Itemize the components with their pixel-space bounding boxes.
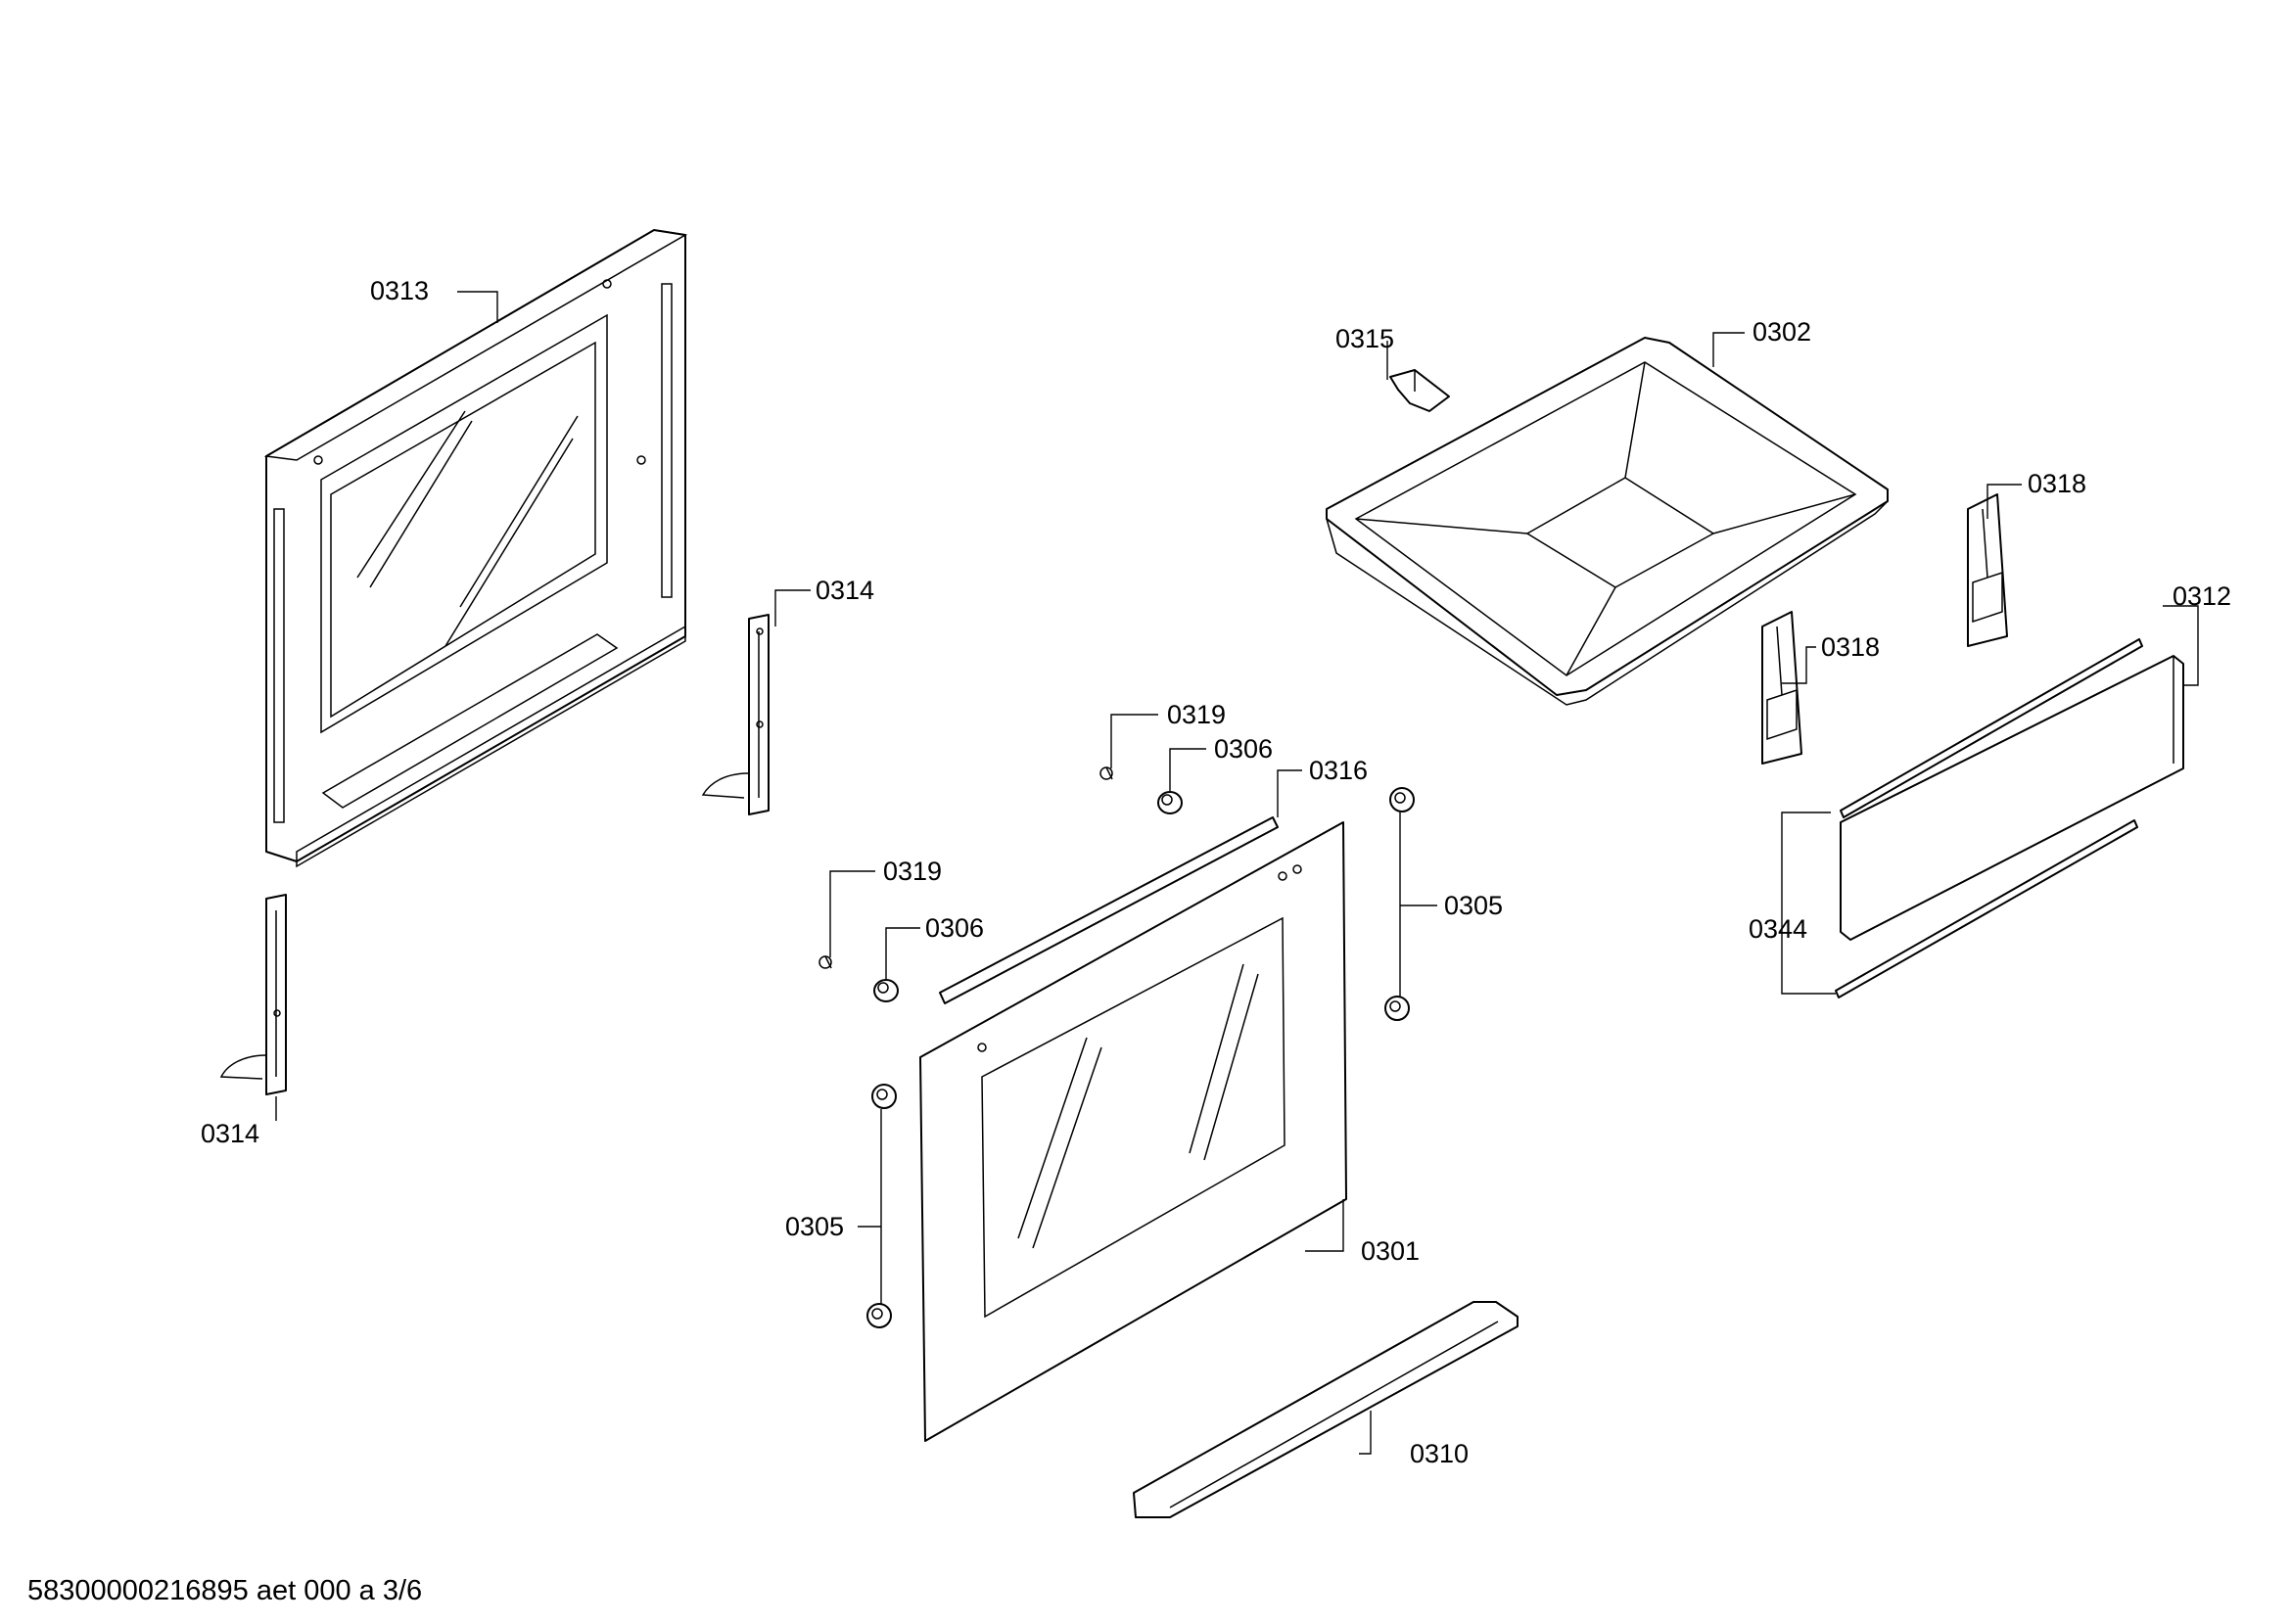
part-outer-door-glass [919,821,1347,1442]
part-door-inner-frame [263,229,688,868]
label-0315: 0315 [1335,324,1394,353]
label-0319-upper: 0319 [1167,700,1226,729]
part-drawer-front [1840,655,2184,941]
label-0312: 0312 [2173,581,2231,611]
label-0318-lower: 0318 [1821,632,1880,662]
part-spacer-lower [873,979,899,1002]
label-0305-left: 0305 [785,1212,844,1241]
part-screw-lower [818,955,832,969]
label-0301: 0301 [1361,1236,1420,1266]
label-0314-left: 0314 [201,1119,259,1148]
label-0310: 0310 [1410,1439,1469,1468]
part-hinge-right [701,614,770,815]
document-id: 58300000216895 aet 000 a 3/6 [27,1575,422,1606]
label-0314-right: 0314 [816,576,874,605]
part-spacer-upper [1157,791,1183,814]
label-0316: 0316 [1309,756,1368,785]
leader-lines [275,291,2199,1455]
label-0318-upper: 0318 [2028,469,2086,498]
label-0319-lower: 0319 [883,857,942,886]
part-hinge-left [219,894,287,1095]
label-0344: 0344 [1749,914,1807,944]
part-screw-upper [1099,766,1113,780]
part-drawer-seals [1835,638,2143,998]
label-0313: 0313 [370,276,429,305]
part-drip-tray [1326,337,1889,706]
part-bracket [1389,369,1450,412]
part-door-seal-strip [939,816,1279,1004]
part-door-handle [1133,1301,1519,1518]
label-0302: 0302 [1753,317,1811,347]
part-bushings-left [866,1084,897,1328]
label-0306-upper: 0306 [1214,734,1273,764]
callout-labels: 0313 0314 0314 0315 0302 0318 0318 0312 … [201,276,2231,1468]
part-bushings-right [1384,787,1415,1021]
part-slide-lower [1761,611,1802,765]
label-0305-right: 0305 [1444,891,1503,920]
label-0306-lower: 0306 [925,913,984,943]
